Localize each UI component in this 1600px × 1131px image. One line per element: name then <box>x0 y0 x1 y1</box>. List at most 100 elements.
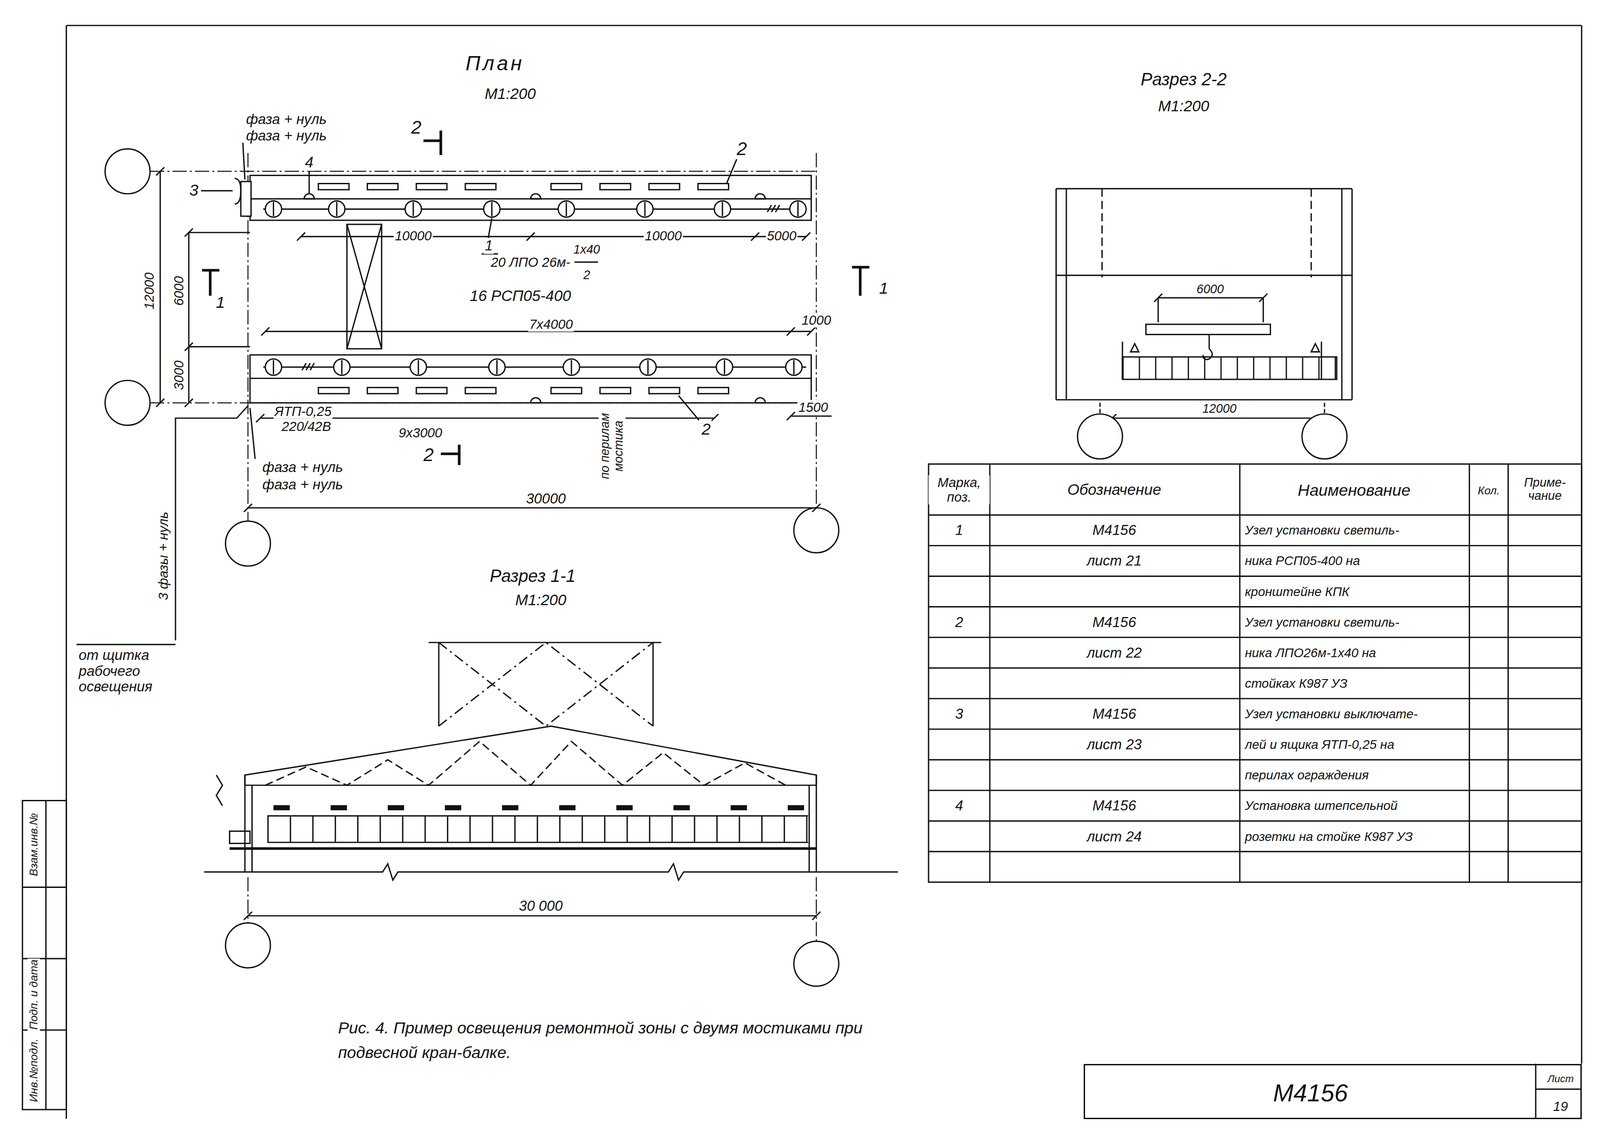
plan-drawing <box>416 183 447 190</box>
scale-text: М1:200 <box>483 85 537 103</box>
table-cell: М4156 <box>1091 614 1138 630</box>
callout-number: 4 <box>303 153 315 171</box>
phase-note: фаза + нуль <box>244 127 328 144</box>
plan-drawing <box>273 202 799 375</box>
figure-caption: Рис. 4. Пример освещения ремонтной зоны … <box>336 1016 911 1065</box>
section-2-2-drawing <box>1153 293 1268 323</box>
plan-title: План <box>463 51 526 75</box>
section-2-2-drawing <box>1056 399 1353 401</box>
stamp-field: Взам.инв.№ <box>27 812 40 878</box>
plan-drawing <box>225 521 271 567</box>
phase-note: фаза + нуль <box>244 111 328 128</box>
plan-drawing <box>318 387 349 394</box>
plan-drawing <box>150 152 817 521</box>
dimension-text: 1000 <box>800 312 832 328</box>
plan-drawing <box>367 183 398 190</box>
sheet-frame <box>1535 1063 1582 1119</box>
sheet-number: 19 <box>1553 1099 1568 1114</box>
section-1-1-drawing <box>229 831 250 844</box>
section-1-1-drawing <box>244 726 817 786</box>
table-cell: М4156 <box>1091 522 1138 539</box>
stamp-field: Подп. и дата <box>27 958 40 1031</box>
section-2-2-drawing <box>1122 357 1337 380</box>
section-2-2-drawing <box>1056 188 1353 276</box>
spec-table <box>928 463 1582 883</box>
sheet-frame <box>22 800 67 1110</box>
section-2-2-drawing <box>1302 414 1347 459</box>
plan-drawing <box>649 183 680 190</box>
table-header: Обозначение <box>1066 481 1163 499</box>
section-1-1-drawing <box>273 805 807 811</box>
lamp-spec: 20 ЛПО 26м- <box>489 254 572 270</box>
section-mark: 1 <box>877 279 890 298</box>
section-2-2-drawing <box>1145 324 1271 335</box>
spec-table <box>989 463 1509 883</box>
table-cell: 1 <box>954 522 965 539</box>
plan-drawing <box>367 387 398 394</box>
plan-drawing <box>465 387 496 394</box>
table-cell: Установка штепсельной <box>1243 799 1399 814</box>
section-2-2-drawing <box>1056 188 1353 460</box>
table-cell: ника ЛПО26м-1х40 на <box>1243 645 1377 660</box>
supply-note: 3 фазы + нуль <box>155 510 171 602</box>
title-block: М4156 Лист 19 <box>1083 1064 1582 1120</box>
lamp-spec: 2 <box>582 268 592 283</box>
section-2-2-drawing <box>1056 188 1353 400</box>
section-2-2-drawing <box>1122 357 1337 380</box>
lamp-spec: 16 РСП05-400 <box>468 287 572 305</box>
table-header: Марка, поз. <box>928 475 990 505</box>
callout-number: 3 <box>187 181 200 200</box>
box-spec: ЯТП-0,25 <box>273 404 333 419</box>
table-header: Наименование <box>1296 481 1412 500</box>
dimension-text: 12000 <box>1201 402 1238 416</box>
plan-drawing <box>347 224 382 349</box>
plan-drawing <box>296 232 811 241</box>
plan-drawing <box>318 183 349 190</box>
view-title: Разрез 1-1 <box>488 566 577 587</box>
plan-drawing <box>600 387 631 394</box>
section-mark: 2 <box>421 445 436 466</box>
sheet-frame <box>66 25 1582 1119</box>
section-1-1-drawing <box>203 863 898 881</box>
spec-table <box>928 463 1582 883</box>
dimension-text: 1500 <box>797 400 829 415</box>
plan-drawing <box>201 142 738 459</box>
dimension-text: 30000 <box>524 491 567 507</box>
spec-table <box>928 514 1582 852</box>
plan-drawing <box>550 183 582 190</box>
section-1-1-drawing <box>438 642 654 727</box>
table-cell: кронштейне КПК <box>1243 584 1351 599</box>
plan-drawing <box>600 183 631 190</box>
section-1-1-drawing <box>265 741 786 786</box>
plan-drawing <box>347 224 382 349</box>
dimension-text: 10000 <box>643 228 683 244</box>
section-1-1-drawing <box>225 923 271 968</box>
table-cell: лист 24 <box>1085 828 1143 845</box>
table-header: Приме- чание <box>1513 476 1577 504</box>
dimension-text: 5000 <box>765 228 798 244</box>
table-cell: Узел установки выключате- <box>1243 707 1419 722</box>
plan-drawing <box>794 508 839 553</box>
plan-drawing <box>76 130 870 645</box>
section-1-1-drawing <box>267 815 809 843</box>
table-cell: ника РСП05-400 на <box>1243 554 1362 569</box>
sheet-label: Лист <box>1547 1073 1575 1085</box>
section-2-2-drawing <box>1077 414 1123 459</box>
plan-drawing <box>697 183 729 190</box>
table-cell: розетки на стойке К987 УЗ <box>1243 829 1414 844</box>
table-cell: стойках К987 УЗ <box>1243 676 1349 691</box>
plan-drawing <box>265 201 807 376</box>
section-1-1-drawing <box>216 775 223 806</box>
dimension-text: 10000 <box>393 228 433 244</box>
box-spec: 220/42В <box>280 419 333 434</box>
callout-number: 1 <box>483 238 494 254</box>
sheet-code: М4156 <box>1272 1079 1348 1107</box>
section-1-1-drawing <box>794 941 839 987</box>
table-cell: перилах ограждения <box>1243 768 1370 783</box>
table-cell: 3 <box>954 706 965 723</box>
plan-drawing <box>697 387 729 394</box>
plan-drawing <box>76 405 249 645</box>
table-header: Кол. <box>1476 484 1501 498</box>
plan-drawing <box>465 183 496 190</box>
plan-drawing <box>301 204 780 370</box>
